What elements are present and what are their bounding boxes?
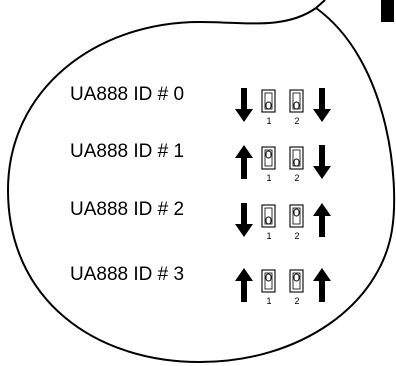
switch-slider: [293, 208, 300, 217]
switch-slider: [265, 150, 272, 159]
switch-2-number: 2: [294, 231, 299, 241]
magnifier-lens-outline: [6, 7, 396, 364]
switch-slider: [293, 101, 300, 110]
right-direction-arrow: [313, 88, 331, 122]
dip-switch-1: [261, 269, 276, 293]
switch-channel: [264, 149, 273, 167]
dip-switch-2: [289, 269, 304, 293]
switch-1-number: 1: [266, 296, 271, 306]
dip-switch-2: [289, 146, 304, 170]
left-direction-arrow: [235, 145, 253, 179]
dip-switch-1: [261, 146, 276, 170]
switch-row: UA888 ID # 1 1 2: [70, 141, 331, 183]
switch-1-number: 1: [266, 173, 271, 183]
switch-slider: [293, 158, 300, 167]
switch-channel: [292, 272, 301, 290]
switch-row: UA888 ID # 3 1 2: [70, 264, 331, 306]
left-direction-arrow: [235, 203, 253, 237]
right-direction-arrow: [313, 203, 331, 237]
switch-2-number: 2: [294, 116, 299, 126]
row-label: UA888 ID # 1: [70, 141, 184, 162]
switch-row: UA888 ID # 2 1 2: [70, 199, 331, 241]
switch-channel: [292, 207, 301, 225]
dip-switch-2: [289, 89, 304, 113]
top-right-dark-mark: [381, 0, 394, 22]
right-direction-arrow: [313, 268, 331, 302]
switch-1-number: 1: [266, 116, 271, 126]
switch-2-number: 2: [294, 173, 299, 183]
switch-channel: [264, 272, 273, 290]
switch-slider: [293, 273, 300, 282]
switch-row: UA888 ID # 0 1 2: [70, 84, 331, 126]
row-label: UA888 ID # 3: [70, 264, 184, 285]
dip-switch-1: [261, 89, 276, 113]
left-direction-arrow: [235, 88, 253, 122]
dip-switch-2: [289, 204, 304, 228]
switch-slider: [265, 273, 272, 282]
row-label: UA888 ID # 0: [70, 84, 184, 105]
dip-switch-1: [261, 204, 276, 228]
switch-2-number: 2: [294, 296, 299, 306]
right-direction-arrow: [313, 145, 331, 179]
switch-1-number: 1: [266, 231, 271, 241]
switch-slider: [265, 216, 272, 225]
left-direction-arrow: [235, 268, 253, 302]
magnifier-connector-line: [315, 0, 326, 9]
row-label: UA888 ID # 2: [70, 199, 184, 220]
switch-slider: [265, 101, 272, 110]
